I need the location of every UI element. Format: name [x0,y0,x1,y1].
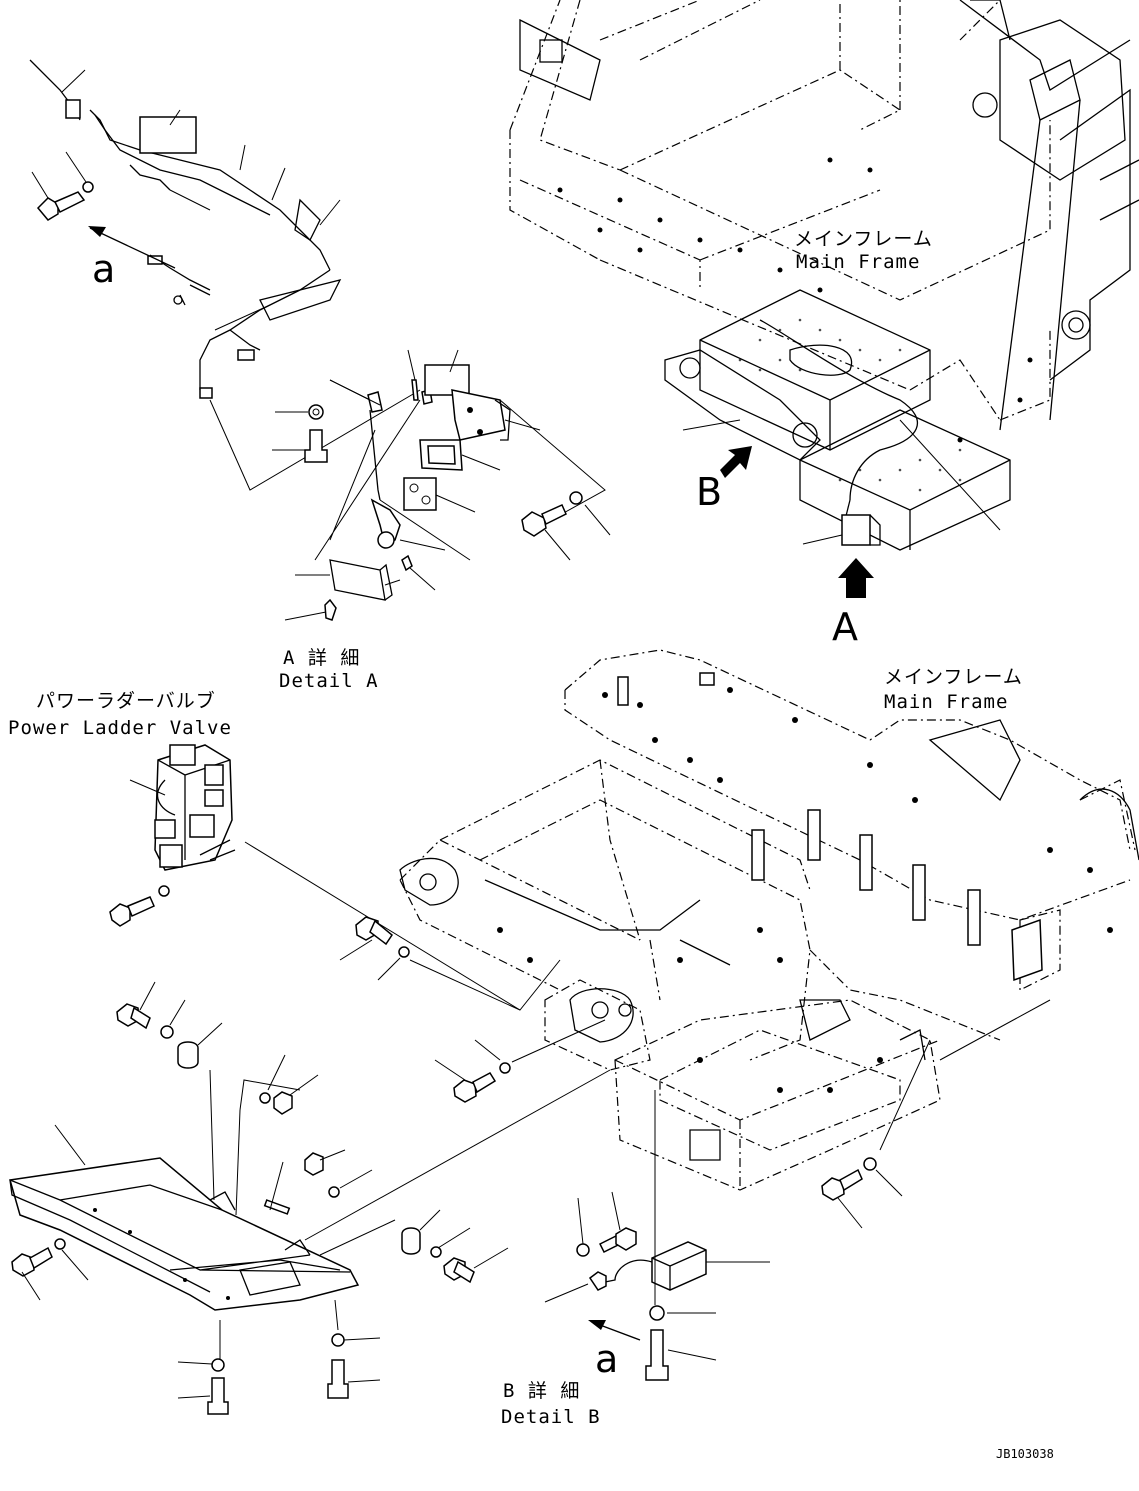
bolt-top-left [31,151,94,221]
power-ladder-valve-jp: パワーラダーバルブ [36,689,216,712]
main-frame-mid-en: Main Frame [884,691,1008,713]
main-frame-top-jp: メインフレーム [794,228,933,250]
arrow-a-top-label: a [92,247,115,291]
bolt-center-2 [434,1019,606,1103]
arrow-a-bottom-label: a [595,1337,618,1381]
view-b-label: B [696,470,722,514]
harness-drawing [29,59,421,491]
detail-b-jp: B 詳 細 [503,1380,580,1402]
main-frame-top-en: Main Frame [796,251,920,273]
lower-left-fasteners [11,981,509,1415]
guard-plate-drawing [9,1069,611,1360]
bolt-center-1 [339,916,521,1011]
detail-a-drawing [272,349,611,621]
main-frame-mid-drawing [399,649,1139,1191]
bolt-valve [109,885,170,927]
arrow-a-top [88,226,176,269]
drawing-number: JB103038 [996,1447,1054,1461]
detail-b-drawing [544,1090,770,1381]
detail-a-en: Detail A [279,670,379,692]
power-ladder-valve-en: Power Ladder Valve [8,717,232,739]
bolt-bottom-right [821,1039,931,1229]
power-ladder-valve-drawing [129,744,561,1011]
main-frame-mid-jp: メインフレーム [884,666,1023,688]
view-arrow-a [838,558,874,598]
detail-b-en: Detail B [501,1406,601,1428]
main-frame-top-drawing [509,0,1139,551]
view-arrow-b [720,446,752,478]
view-a-label: A [832,605,858,649]
detail-a-jp: A 詳 細 [283,647,360,669]
